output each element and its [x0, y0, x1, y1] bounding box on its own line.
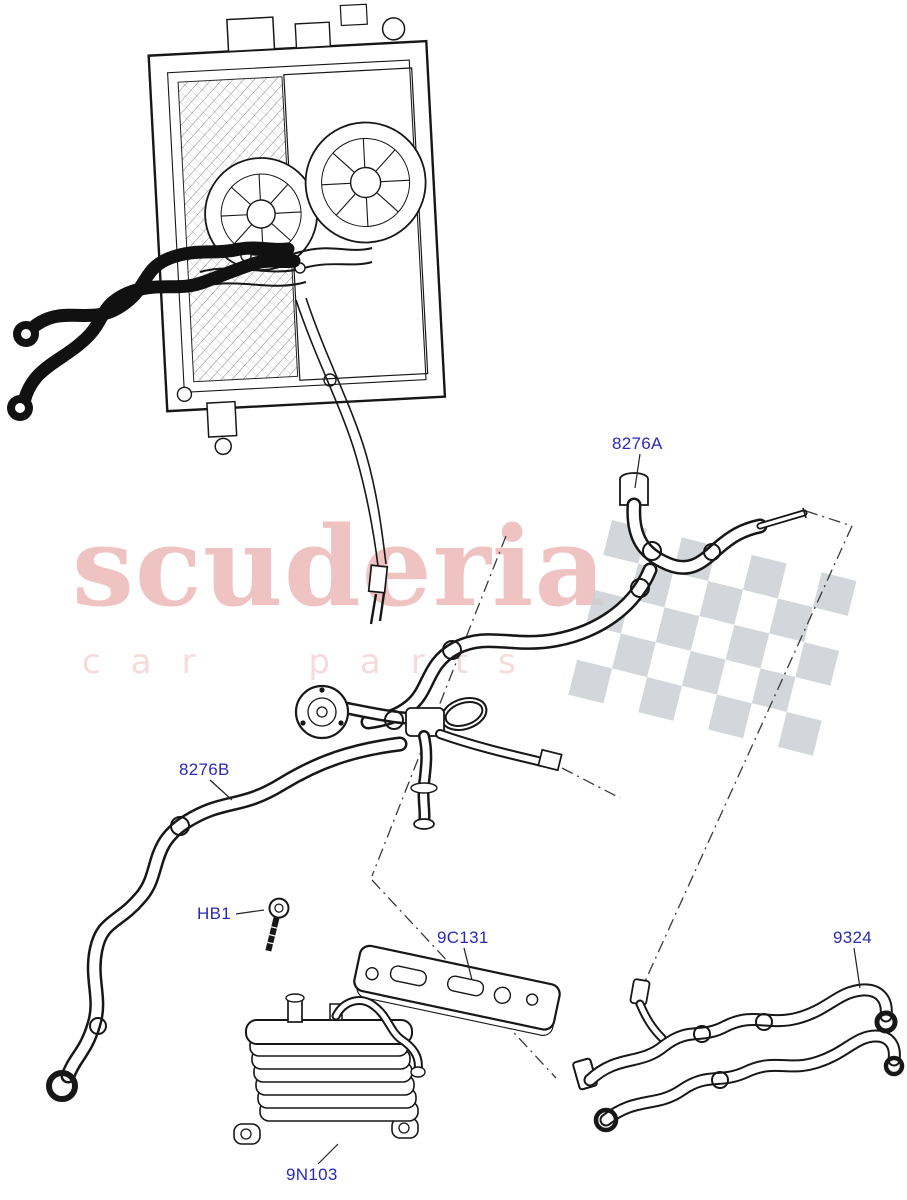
hose-assembly-8276A — [360, 472, 808, 730]
oil-cooler-9N103 — [233, 993, 426, 1145]
fan-blades-right — [321, 138, 410, 227]
bracket-9C131 — [353, 944, 561, 1036]
watermark-brand-text: scuderia — [72, 502, 607, 631]
heater-hoses-black — [7, 241, 301, 421]
alignment-dash-lines — [371, 510, 853, 1079]
fan-blades-left — [221, 174, 302, 254]
hose-8276B — [46, 736, 408, 1102]
part-label-HB1[interactable]: HB1 — [197, 904, 231, 923]
radiator-fan-assembly — [147, 3, 447, 456]
coolant-junction-valve — [294, 684, 563, 830]
label-leader-lines — [209, 453, 861, 1165]
part-label-8276A[interactable]: 8276A — [612, 434, 663, 453]
part-label-9324[interactable]: 9324 — [833, 928, 873, 947]
part-label-9C131[interactable]: 9C131 — [437, 928, 489, 947]
part-label-8276B[interactable]: 8276B — [179, 760, 230, 779]
hose-assembly-9324 — [572, 978, 905, 1133]
bolt-HB1 — [264, 897, 290, 952]
part-label-9N103[interactable]: 9N103 — [286, 1165, 338, 1184]
